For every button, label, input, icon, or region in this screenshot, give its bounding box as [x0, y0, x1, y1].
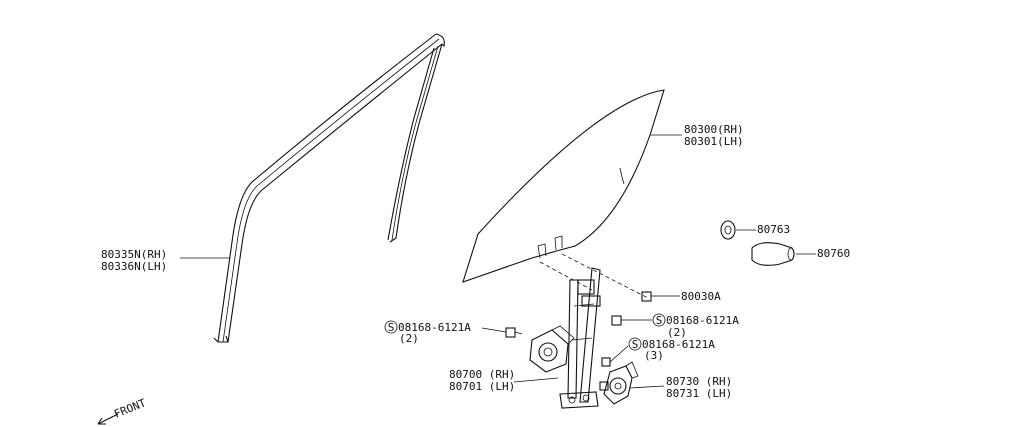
front-arrow: FRONT — [97, 396, 148, 425]
bolt-lower-b-shape — [599, 381, 609, 391]
label-bolt-left-qty: (2) — [399, 332, 419, 345]
bolt-left-shape — [505, 327, 523, 338]
front-label: FRONT — [112, 396, 148, 421]
label-bolt-lower-qty: (3) — [644, 349, 664, 362]
label-sash-rh: 80335N(RH) — [101, 248, 167, 261]
regulator-motor-assembly[interactable] — [529, 325, 575, 373]
window-regulator[interactable] — [559, 267, 601, 409]
cap-80760-shape[interactable] — [751, 242, 795, 266]
svg-text:S: S — [656, 314, 663, 327]
bolt-right-shape — [611, 315, 628, 326]
clip-80763-shape[interactable] — [720, 220, 736, 240]
label-bolt-right-no: 08168-6121A — [666, 314, 739, 327]
label-bolt-right-qty: (2) — [667, 326, 687, 339]
label-sash-lh: 80336N(LH) — [101, 260, 167, 273]
label-cap: 80760 — [817, 247, 850, 260]
label-bolt-80030a: 80030A — [681, 290, 721, 303]
screw-symbol-lower: S — [628, 337, 642, 351]
label-glass-lh: 80301(LH) — [684, 135, 744, 148]
label-motor-lh: 80731 (LH) — [666, 387, 732, 400]
window-motor[interactable] — [603, 361, 639, 405]
bolt-lower-a-shape — [601, 357, 611, 367]
label-regulator-rh: 80700 (RH) — [449, 368, 515, 381]
screw-symbol-left: S — [384, 320, 398, 334]
screw-symbol-right: S — [652, 313, 666, 327]
label-motor-rh: 80730 (RH) — [666, 375, 732, 388]
bolt-80030a-shape — [641, 291, 658, 302]
svg-text:S: S — [388, 321, 395, 334]
label-bolt-lower-no: 08168-6121A — [642, 338, 715, 351]
label-bolt-left-no: 08168-6121A — [398, 321, 471, 334]
svg-text:S: S — [632, 338, 639, 351]
label-glass-rh: 80300(RH) — [684, 123, 744, 136]
door-glass[interactable] — [462, 89, 665, 283]
door-sash-channel[interactable] — [213, 33, 445, 343]
label-clip: 80763 — [757, 223, 790, 236]
label-regulator-lh: 80701 (LH) — [449, 380, 515, 393]
